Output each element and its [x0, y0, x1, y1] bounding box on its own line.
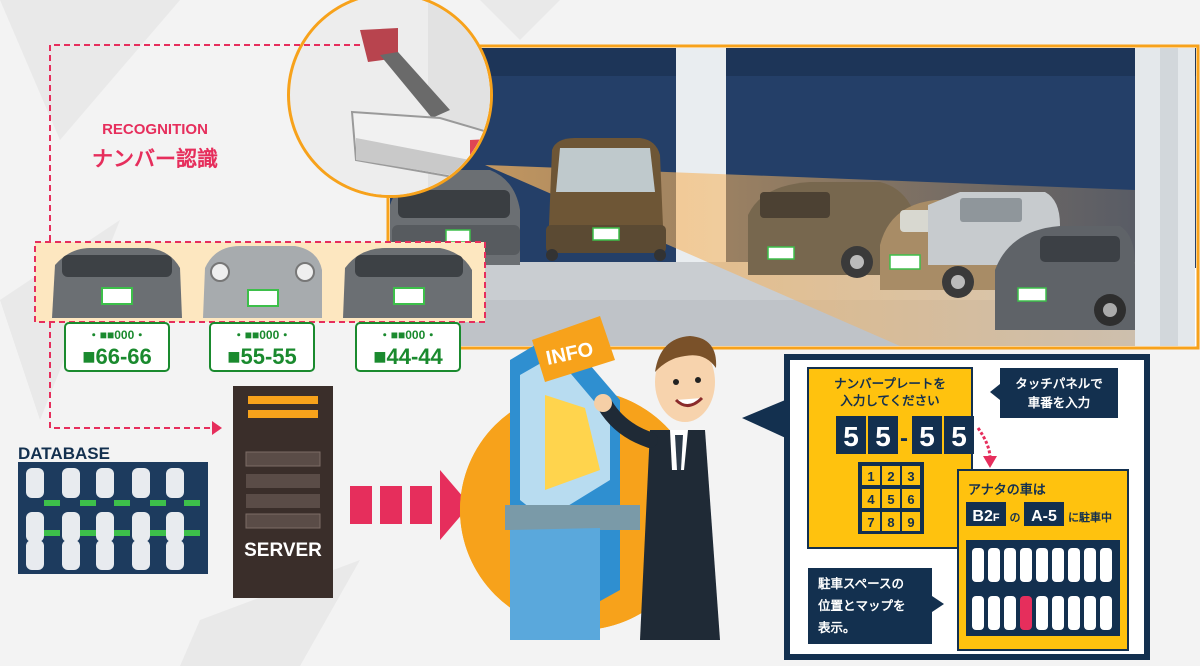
- plate-input-screen: ナンバープレートを 入力してください 5 5 - 5 5: [807, 367, 974, 549]
- key-7[interactable]: 7: [867, 515, 874, 530]
- digit-dash: -: [900, 425, 908, 452]
- map-note-line2: 位置とマップを: [818, 598, 906, 613]
- plate-number: ■55-55: [227, 344, 297, 369]
- step-arrow-head-icon: [983, 456, 997, 468]
- particle-no: の: [1010, 511, 1021, 524]
- parking-garage-scene: [386, 44, 1200, 350]
- key-6[interactable]: 6: [907, 492, 914, 507]
- info-kiosk-scene: INFO: [460, 316, 720, 640]
- database-plate-tags: [44, 500, 200, 536]
- floor-value: B2F: [972, 508, 999, 525]
- plate-number: ■44-44: [373, 344, 443, 369]
- parking-map: [966, 540, 1120, 636]
- floor-number: B2: [972, 508, 993, 525]
- car-gray-left: [390, 170, 520, 265]
- server-rack: SERVER: [233, 386, 333, 598]
- license-plate: [592, 227, 620, 241]
- license-plate-66-66: ・■■000・ ■66-66: [64, 322, 170, 372]
- key-1[interactable]: 1: [867, 469, 874, 484]
- input-title-line2: 入力してください: [840, 393, 939, 408]
- info-kiosk: INFO: [505, 316, 640, 640]
- numeric-keypad[interactable]: 1 2 3 4 5 6 7 8 9: [858, 462, 924, 534]
- touch-note-line1: タッチパネルで: [1015, 376, 1103, 391]
- license-plate-44-44: ・■■000・ ■44-44: [355, 322, 461, 372]
- server-label: SERVER: [244, 540, 322, 561]
- arrow-to-server-icon: [212, 421, 222, 435]
- touch-note-line2: 車番を入力: [1028, 395, 1091, 410]
- plate-region: ・■■000・: [233, 328, 292, 342]
- car-brown-kei: [546, 138, 666, 261]
- recognized-car-3: [343, 248, 472, 318]
- license-plate-55-55: ・■■000・ ■55-55: [209, 322, 315, 372]
- map-display-note: 駐車スペースの 位置とマップを 表示。: [808, 568, 944, 644]
- digit-2: 5: [875, 421, 891, 452]
- floor-suffix: F: [993, 512, 1000, 524]
- license-plate: [101, 287, 133, 305]
- recognition-flow-line: [49, 44, 360, 429]
- step-arrow-icon: [976, 427, 992, 459]
- digit-4: 5: [951, 421, 967, 452]
- database-panel: DATABASE: [18, 444, 208, 574]
- recognized-car-1: [52, 248, 182, 318]
- plate-region: ・■■000・: [379, 328, 438, 342]
- recognition-label-en: RECOGNITION: [102, 121, 208, 138]
- license-plate: [767, 246, 795, 260]
- highlighted-spot: [1020, 596, 1032, 630]
- recognition-label-jp: ナンバー認識: [92, 147, 218, 171]
- input-title-line1: ナンバープレートを: [834, 376, 946, 391]
- plate-number: ■66-66: [82, 344, 152, 369]
- plate-region: ・■■000・: [88, 328, 147, 342]
- touch-panel-note: タッチパネルで 車番を入力: [990, 368, 1118, 418]
- database-label: DATABASE: [18, 444, 110, 463]
- map-note-line1: 駐車スペースの: [818, 576, 904, 591]
- businessman-figure: [594, 336, 720, 640]
- license-plate: [247, 289, 279, 307]
- parked-text: に駐車中: [1068, 510, 1112, 524]
- spot-value: A-5: [1031, 508, 1057, 525]
- car-silver-sedan: [748, 182, 915, 278]
- key-5[interactable]: 5: [887, 492, 894, 507]
- license-plate: [1017, 287, 1047, 302]
- parking-result-screen: アナタの車は B2F の A-5 に駐車中: [957, 469, 1129, 651]
- key-8[interactable]: 8: [887, 515, 894, 530]
- map-note-line3: 表示。: [817, 620, 856, 635]
- key-9[interactable]: 9: [907, 515, 914, 530]
- license-plate: [445, 229, 471, 243]
- car-gray-right: [995, 226, 1135, 330]
- kiosk-screen-callout: ナンバープレートを 入力してください 5 5 - 5 5: [742, 354, 1150, 660]
- digit-1: 5: [843, 421, 859, 452]
- database-thumbnails: [26, 468, 184, 570]
- recognized-car-2: [203, 246, 322, 318]
- result-line1: アナタの車は: [968, 482, 1046, 498]
- key-2[interactable]: 2: [887, 469, 894, 484]
- license-plate: [889, 254, 921, 270]
- key-4[interactable]: 4: [867, 492, 875, 507]
- digit-3: 5: [919, 421, 935, 452]
- license-plate: [393, 287, 425, 305]
- server-to-kiosk-arrow: [350, 470, 470, 540]
- plate-digit-display: 5 5 - 5 5: [836, 416, 974, 454]
- key-3[interactable]: 3: [907, 469, 914, 484]
- recognized-cars-strip: [34, 241, 486, 323]
